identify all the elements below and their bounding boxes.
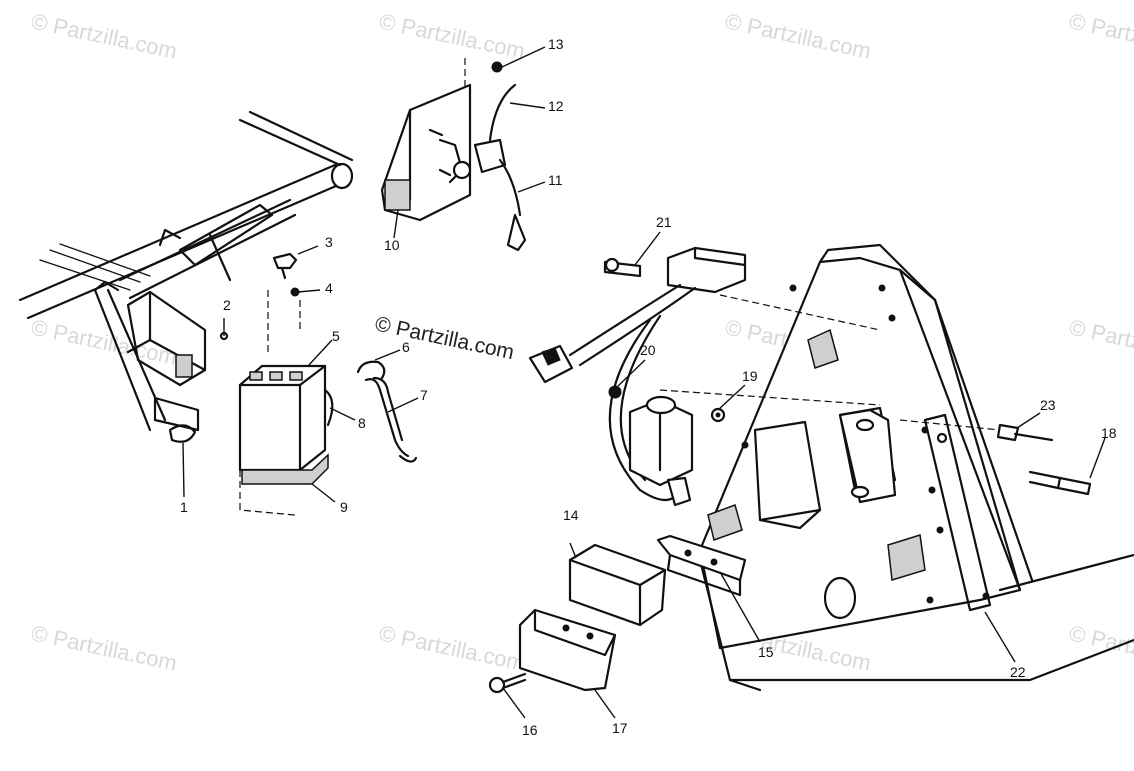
callout-21: 21 [656, 214, 672, 230]
callout-15: 15 [758, 644, 774, 660]
part-clip [168, 424, 197, 443]
callout-5: 5 [332, 328, 340, 344]
watermark: © Partzilla.com [29, 314, 179, 369]
callout-labels: 1 2 3 4 5 6 7 8 9 10 11 12 13 14 15 16 1… [180, 36, 1117, 738]
watermark: © Partzilla.com [1067, 620, 1134, 675]
callout-18: 18 [1101, 425, 1117, 441]
callout-12: 12 [548, 98, 564, 114]
regulator-bracket [518, 608, 617, 692]
callout-7: 7 [420, 387, 428, 403]
watermark: © Partzilla.com [29, 620, 179, 675]
mounting-panel [659, 243, 1134, 692]
ignition-coil [608, 385, 694, 507]
part-nut-13 [491, 61, 503, 73]
callout-19: 19 [742, 368, 758, 384]
watermark: © Partzilla.com [377, 8, 527, 63]
callout-9: 9 [340, 499, 348, 515]
watermark: © Partzilla.com [1067, 314, 1134, 369]
callout-10: 10 [384, 237, 400, 253]
short-bolt [488, 672, 527, 694]
callout-1: 1 [180, 499, 188, 515]
spacer-sleeve [996, 423, 1054, 442]
callout-11: 11 [548, 172, 563, 188]
regulator [568, 543, 667, 627]
callout-3: 3 [325, 234, 333, 250]
star-washer [710, 407, 726, 423]
bolt [1028, 470, 1092, 496]
part-terminal-boot [272, 252, 298, 280]
callout-22: 22 [1010, 664, 1026, 680]
watermark: © Partzilla.com [29, 8, 179, 63]
cdi-module [528, 246, 747, 502]
watermark: © Partzilla.com [377, 620, 527, 675]
callout-6: 6 [402, 339, 410, 355]
watermark: © Partzilla.com [1067, 8, 1134, 63]
callout-16: 16 [522, 722, 538, 738]
partzilla-watermark-main: © Partzilla.com [373, 312, 516, 364]
callout-13: 13 [548, 36, 564, 52]
callout-20: 20 [640, 342, 656, 358]
mount-bracket [838, 408, 897, 504]
watermark: © Partzilla.com [723, 8, 873, 63]
callout-14: 14 [563, 507, 579, 523]
callout-17: 17 [612, 720, 628, 736]
battery-strap [356, 360, 418, 463]
callout-8: 8 [358, 415, 366, 431]
callout-23: 23 [1040, 397, 1056, 413]
callout-2: 2 [223, 297, 231, 313]
frame-assembly [18, 110, 354, 432]
callout-4: 4 [325, 280, 333, 296]
spacer-strip [656, 534, 747, 597]
part-nut [290, 287, 300, 297]
leader-lines [182, 46, 1106, 719]
battery [238, 290, 334, 516]
coil-bracket [380, 58, 527, 252]
